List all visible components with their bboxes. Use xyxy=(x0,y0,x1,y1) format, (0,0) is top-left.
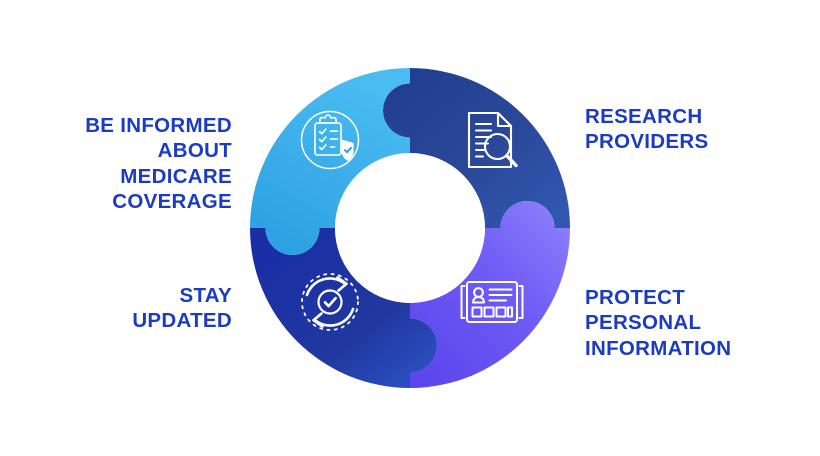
piece-top-left[interactable] xyxy=(250,68,410,255)
label-stay-updated: STAY UPDATED xyxy=(132,284,232,333)
label-be-informed: BE INFORMED ABOUT MEDICARE COVERAGE xyxy=(85,114,232,214)
clipboard-shield-icon xyxy=(300,110,360,170)
label-research-providers: RESEARCH PROVIDERS xyxy=(585,105,709,154)
document-search-icon xyxy=(467,111,518,169)
piece-bottom-left[interactable] xyxy=(250,228,437,388)
id-card-icon xyxy=(460,281,524,323)
piece-top-right[interactable] xyxy=(383,68,570,228)
label-protect-personal-information: PROTECT PERSONAL INFORMATION xyxy=(585,286,732,360)
center-hole xyxy=(335,153,485,303)
refresh-check-icon xyxy=(301,273,359,331)
